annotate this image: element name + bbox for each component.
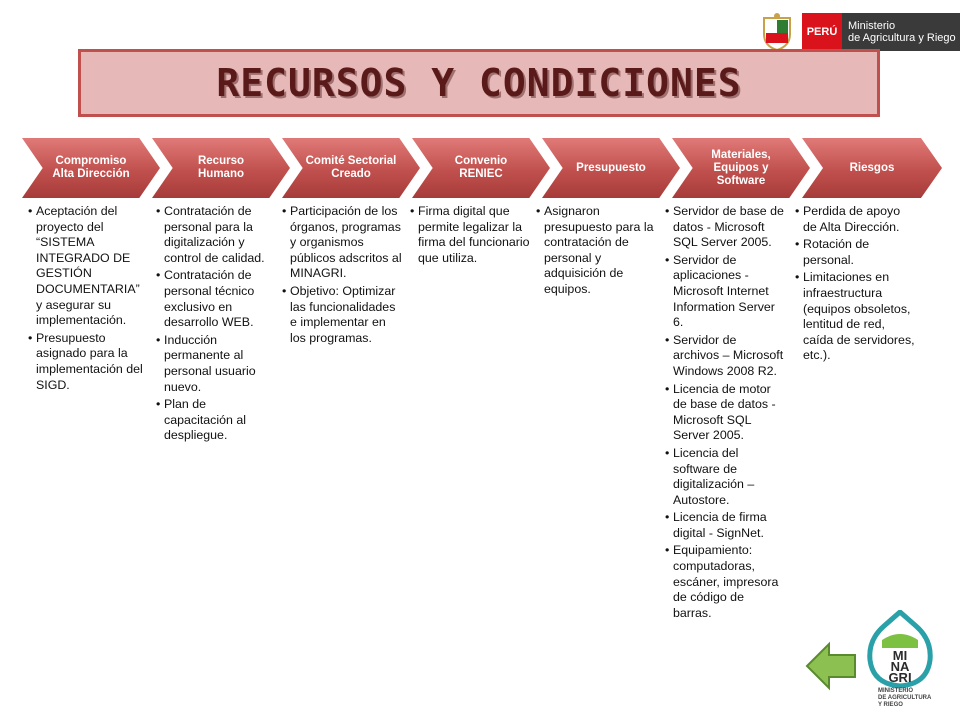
list-item: Firma digital que permite legalizar la f… bbox=[410, 204, 530, 266]
list-item: Licencia de firma digital - SignNet. bbox=[665, 510, 785, 541]
column-presupuesto: Asignaron presupuesto para la contrataci… bbox=[536, 204, 656, 300]
minagri-logo-icon: MI NA GRI bbox=[867, 610, 933, 689]
column-riesgos: Perdida de apoyo de Alta Dirección. Rota… bbox=[795, 204, 915, 366]
list-item: Servidor de archivos – Microsoft Windows… bbox=[665, 333, 785, 380]
list-item: Servidor de base de datos - Microsoft SQ… bbox=[665, 204, 785, 251]
ministry-line2: de Agricultura y Riego bbox=[848, 32, 956, 44]
list-item: Aceptación del proyecto del “SISTEMA INT… bbox=[28, 204, 148, 329]
list-item: Perdida de apoyo de Alta Dirección. bbox=[795, 204, 915, 235]
list-item: Inducción permanente al personal usuario… bbox=[156, 333, 276, 395]
list-item: Presupuesto asignado para la implementac… bbox=[28, 331, 148, 393]
list-item: Plan de capacitación al despliegue. bbox=[156, 397, 276, 444]
minagri-caption-line2: DE AGRICULTURA bbox=[878, 695, 932, 701]
minagri-logo-line1: MI bbox=[893, 648, 907, 663]
chevron-recurso-humano: Recurso Humano bbox=[152, 138, 290, 198]
coat-of-arms-icon bbox=[763, 13, 791, 52]
title-banner: RECURSOS Y CONDICIONES bbox=[78, 49, 880, 117]
list-item: Participación de los órganos, programas … bbox=[282, 204, 402, 282]
back-arrow-button[interactable] bbox=[805, 640, 857, 692]
list-item: Contratación de personal técnico exclusi… bbox=[156, 268, 276, 330]
minagri-caption: MINISTERIO DE AGRICULTURA Y RIEGO bbox=[878, 688, 931, 709]
column-convenio: Firma digital que permite legalizar la f… bbox=[410, 204, 530, 268]
column-materiales: Servidor de base de datos - Microsoft SQ… bbox=[665, 204, 785, 623]
minagri-caption-line1: MINISTERIO bbox=[878, 688, 914, 694]
list-item: Objetivo: Optimizar las funcionalidades … bbox=[282, 284, 402, 346]
ministry-line1: Ministerio bbox=[848, 20, 896, 32]
chevron-row: Compromiso Alta Dirección Recurso Humano… bbox=[22, 138, 947, 198]
chevron-comite: Comité Sectorial Creado bbox=[282, 138, 420, 198]
minagri-logo-line3: GRI bbox=[888, 670, 911, 685]
list-item: Limitaciones en infraestructura (equipos… bbox=[795, 270, 915, 364]
list-item: Licencia del software de digitalización … bbox=[665, 446, 785, 508]
list-item: Equipamiento: computadoras, escáner, imp… bbox=[665, 543, 785, 621]
column-compromiso: Aceptación del proyecto del “SISTEMA INT… bbox=[28, 204, 148, 395]
column-comite: Participación de los órganos, programas … bbox=[282, 204, 402, 348]
peru-label: PERÚ bbox=[802, 13, 842, 51]
chevron-compromiso: Compromiso Alta Dirección bbox=[22, 138, 160, 198]
page-title: RECURSOS Y CONDICIONES bbox=[216, 61, 742, 105]
minagri-caption-line3: Y RIEGO bbox=[878, 702, 903, 708]
list-item: Licencia de motor de base de datos - Mic… bbox=[665, 382, 785, 444]
chevron-materiales: Materiales, Equipos y Software bbox=[672, 138, 810, 198]
list-item: Rotación de personal. bbox=[795, 237, 915, 268]
chevron-riesgos: Riesgos bbox=[802, 138, 942, 198]
chevron-presupuesto: Presupuesto bbox=[542, 138, 680, 198]
list-item: Servidor de aplicaciones - Microsoft Int… bbox=[665, 253, 785, 331]
ministry-logo: PERÚ Ministerio de Agricultura y Riego bbox=[760, 10, 960, 54]
minagri-logo-line2: NA bbox=[891, 659, 910, 674]
list-item: Contratación de personal para la digital… bbox=[156, 204, 276, 266]
chevron-convenio: Convenio RENIEC bbox=[412, 138, 550, 198]
list-item: Asignaron presupuesto para la contrataci… bbox=[536, 204, 656, 298]
ministry-name: Ministerio de Agricultura y Riego bbox=[842, 13, 960, 51]
column-recurso-humano: Contratación de personal para la digital… bbox=[156, 204, 276, 446]
